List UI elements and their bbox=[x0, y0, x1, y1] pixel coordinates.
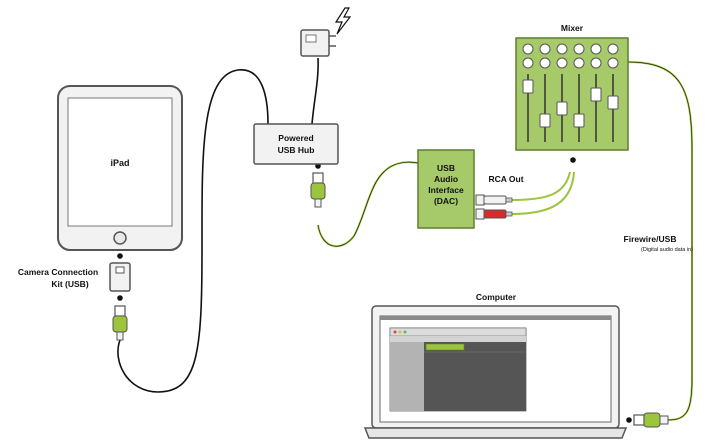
dac-label-line2: Audio bbox=[434, 174, 458, 184]
hub-to-dac-cable bbox=[317, 161, 419, 248]
timeline-track bbox=[425, 343, 465, 351]
connection-dot bbox=[570, 157, 576, 163]
mixer-knob bbox=[573, 43, 585, 55]
mixer-fader bbox=[522, 79, 534, 94]
mixer-knob bbox=[522, 43, 534, 55]
power-cable bbox=[311, 57, 319, 125]
mixer-fader bbox=[539, 113, 551, 128]
app-window bbox=[389, 327, 527, 412]
connection-dot bbox=[117, 295, 123, 301]
mixer-knob bbox=[590, 57, 602, 69]
mixer-knob bbox=[556, 43, 568, 55]
ipad-home-button bbox=[113, 231, 127, 245]
camera-kit-label-line1: Camera Connection bbox=[18, 267, 98, 277]
powered-usb-hub: Powered USB Hub bbox=[253, 123, 339, 165]
mixer-label: Mixer bbox=[561, 23, 584, 33]
ipad-to-hub-cable bbox=[117, 69, 269, 393]
mixer-knob bbox=[522, 57, 534, 69]
mixer-knob bbox=[556, 57, 568, 69]
mixer-device bbox=[515, 37, 629, 151]
mixer-knob bbox=[590, 43, 602, 55]
power-adapter bbox=[300, 29, 336, 57]
ipad-label: iPad bbox=[110, 158, 129, 168]
usb-plug-icon bbox=[310, 172, 326, 208]
dac-label-line3: Interface bbox=[428, 185, 464, 195]
mixer-knob bbox=[539, 43, 551, 55]
hub-label-line2: USB Hub bbox=[278, 145, 315, 155]
rca-to-mixer-cable bbox=[511, 171, 571, 201]
usb-plug-icon bbox=[112, 305, 128, 341]
mixer-knob bbox=[607, 43, 619, 55]
camera-kit-label-line2: Kit (USB) bbox=[51, 279, 88, 289]
connection-dot bbox=[626, 417, 632, 423]
mixer-fader bbox=[573, 113, 585, 128]
mixer-knob bbox=[573, 57, 585, 69]
computer-label: Computer bbox=[476, 292, 517, 302]
camera-connection-kit bbox=[109, 262, 131, 292]
hub-label-line1: Powered bbox=[278, 133, 313, 143]
firewire-note: (Digital audio data in) bbox=[641, 247, 693, 253]
usb-audio-interface-dac: USB Audio Interface (DAC) bbox=[417, 149, 475, 229]
mixer-fader bbox=[556, 101, 568, 116]
mixer-fader bbox=[607, 95, 619, 110]
computer-laptop bbox=[363, 305, 628, 439]
mixer-knob bbox=[539, 57, 551, 69]
rca-out-label: RCA Out bbox=[488, 174, 523, 184]
dac-label-line4: (DAC) bbox=[434, 196, 458, 206]
ipad-device: iPad bbox=[57, 85, 183, 251]
lightning-icon bbox=[334, 7, 352, 35]
firewire-plug-icon bbox=[633, 412, 669, 428]
mixer-fader bbox=[590, 87, 602, 102]
rca-connectors bbox=[475, 194, 513, 220]
connection-dot bbox=[117, 253, 123, 259]
mixer-knob bbox=[607, 57, 619, 69]
dac-label-line1: USB bbox=[437, 163, 455, 173]
firewire-usb-label: Firewire/USB bbox=[624, 234, 677, 244]
